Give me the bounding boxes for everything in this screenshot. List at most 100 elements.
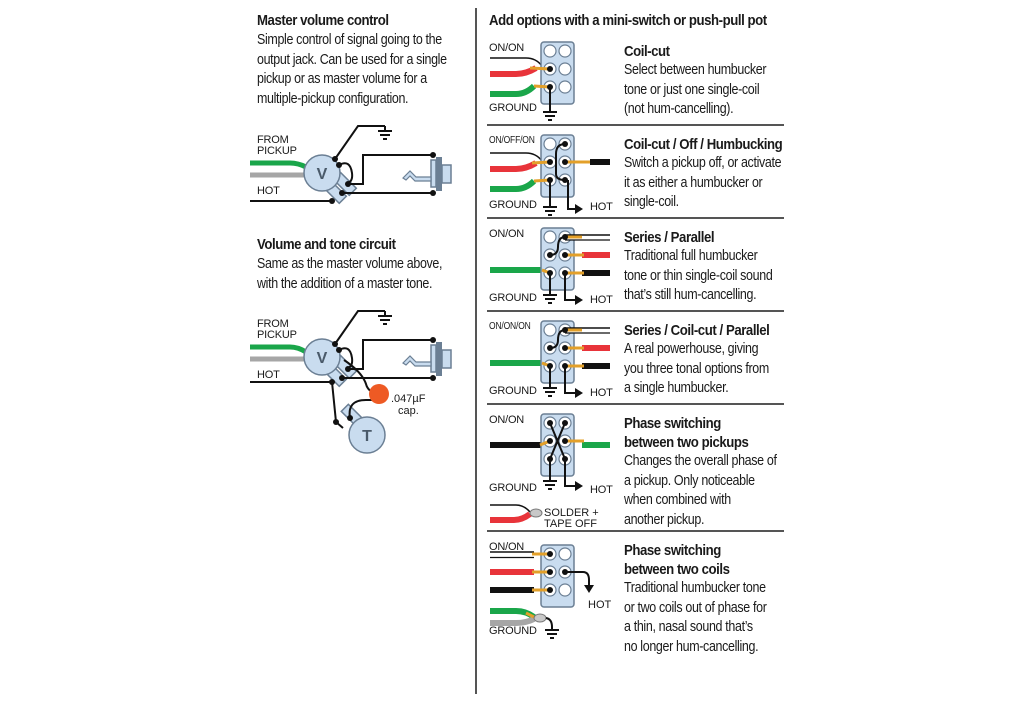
section-divider (487, 217, 784, 219)
ground-label: GROUND (489, 102, 537, 114)
switch-type-label: ON/OFF/ON (489, 135, 535, 146)
option-title: Series / Parallel (624, 229, 715, 246)
arrow-icon (575, 204, 583, 214)
option-desc-line: tone or just one single-coil (624, 81, 760, 98)
output-jack-icon (402, 342, 452, 376)
option-desc-line: another pickup. (624, 511, 705, 528)
green-wire (250, 160, 308, 170)
ground-label: GROUND (489, 199, 537, 211)
arrow-icon (575, 481, 583, 491)
option-desc-line: Changes the overall phase of (624, 453, 777, 469)
option-desc-line: single-coil. (624, 194, 679, 210)
switch-type-label: ON/ON (489, 42, 525, 54)
option-desc-line: Switch a pickup off, or activate (624, 155, 782, 171)
ground-icon (378, 311, 392, 325)
switch-wiring-diagram (490, 41, 575, 121)
option-title: Series / Coil-cut / Parallel (624, 322, 770, 339)
capacitor (369, 384, 389, 404)
tone-pot-label: T (362, 428, 372, 445)
ground-icon (543, 480, 557, 490)
switch-type-label: ON/ON (489, 541, 525, 553)
tone-pot (348, 416, 386, 454)
hot-label: HOT (588, 599, 612, 611)
volume-pot (303, 338, 341, 376)
solder-label: SOLDER + (544, 507, 599, 519)
solder-joint (533, 613, 547, 623)
ground-icon (543, 111, 557, 121)
option-desc-line: tone or thin single-coil sound (624, 267, 773, 284)
switch-wiring-diagram: SOLDER +TAPE OFF (490, 413, 610, 530)
option-desc-line: or two coils out of phase for (624, 599, 767, 616)
option-desc-line: it as either a humbucker or (624, 174, 763, 191)
master-volume-diagram: V (250, 125, 452, 205)
from-label: FROM (257, 318, 289, 330)
hot-label: HOT (590, 484, 613, 496)
switch-type-label: ON/ON (489, 414, 525, 426)
option-title: Phase switching (624, 415, 721, 432)
ground-label: GROUND (489, 385, 537, 397)
option-title: Phase switching (624, 542, 721, 559)
ground-label: GROUND (489, 292, 537, 304)
section-divider (487, 403, 784, 405)
ground-icon (543, 387, 557, 397)
solder-joint (529, 508, 543, 518)
option-desc-line: a single humbucker. (624, 380, 729, 396)
volume-pot-label: V (317, 166, 328, 183)
volume-tone-desc-line: with the addition of a master tone. (257, 275, 433, 292)
option-description: Series / Coil-cut / Parallel A real power… (624, 321, 793, 399)
tape-off-label: TAPE OFF (544, 518, 597, 530)
capacitor-label: cap. (398, 405, 419, 417)
option-title: Coil-cut (624, 43, 670, 60)
option-desc-line: that’s still hum-cancelling. (624, 287, 757, 303)
green-wire (250, 344, 308, 355)
from-label: FROM (257, 134, 289, 146)
volume-pot-label: V (317, 350, 328, 367)
hot-label: HOT (257, 369, 280, 381)
option-desc-line: (not hum-cancelling). (624, 101, 734, 117)
arrow-icon (584, 585, 594, 593)
section-divider (487, 124, 784, 126)
option-desc-line: a thin, nasal sound that’s (624, 619, 753, 635)
option-desc-line: Traditional full humbucker (624, 248, 758, 264)
pickup-label: PICKUP (257, 329, 297, 341)
capacitor-value: .047µF (391, 393, 426, 405)
master-volume-desc-line: multiple-pickup configuration. (257, 90, 409, 107)
volume-tone-section: Volume and tone circuit Same as the mast… (257, 236, 472, 294)
volume-tone-title: Volume and tone circuit (257, 236, 396, 253)
master-volume-desc-line: pickup or as master volume for a (257, 71, 427, 87)
switch-wiring-diagram: HOT (490, 544, 612, 639)
master-volume-section: Master volume control Simple control of … (257, 12, 478, 109)
pickup-label: PICKUP (257, 145, 297, 157)
switch-wiring-diagram (490, 227, 610, 305)
master-volume-title: Master volume control (257, 12, 389, 29)
option-desc-line: A real powerhouse, giving (624, 341, 759, 357)
master-volume-desc-line: output jack. Can be used for a single (257, 51, 447, 68)
option-desc-line: no longer hum-cancelling. (624, 638, 759, 655)
ground-icon (543, 294, 557, 304)
ground-icon (545, 629, 559, 639)
output-jack-icon (402, 157, 452, 191)
section-divider (487, 310, 784, 312)
ground-label: GROUND (489, 482, 537, 494)
master-volume-desc-line: Simple control of signal going to the (257, 32, 442, 48)
column-divider (475, 8, 477, 694)
switch-type-label: ON/ON/ON (489, 321, 531, 332)
option-desc-line: Select between humbucker (624, 62, 767, 78)
option-desc-line: Traditional humbucker tone (624, 580, 766, 596)
switch-wiring-diagram (490, 320, 610, 398)
ground-label: GROUND (489, 625, 537, 637)
option-desc-line: a pickup. Only noticeable (624, 472, 755, 489)
volume-tone-diagram: V T .047µF cap. (250, 310, 452, 454)
volume-tone-desc-line: Same as the master volume above, (257, 256, 443, 272)
right-column-title: Add options with a mini-switch or push-p… (489, 12, 767, 29)
hot-label: HOT (590, 201, 613, 213)
hot-label: HOT (590, 294, 613, 306)
volume-pot (303, 154, 341, 192)
option-title: between two coils (624, 561, 730, 578)
switch-type-label: ON/ON (489, 228, 525, 240)
